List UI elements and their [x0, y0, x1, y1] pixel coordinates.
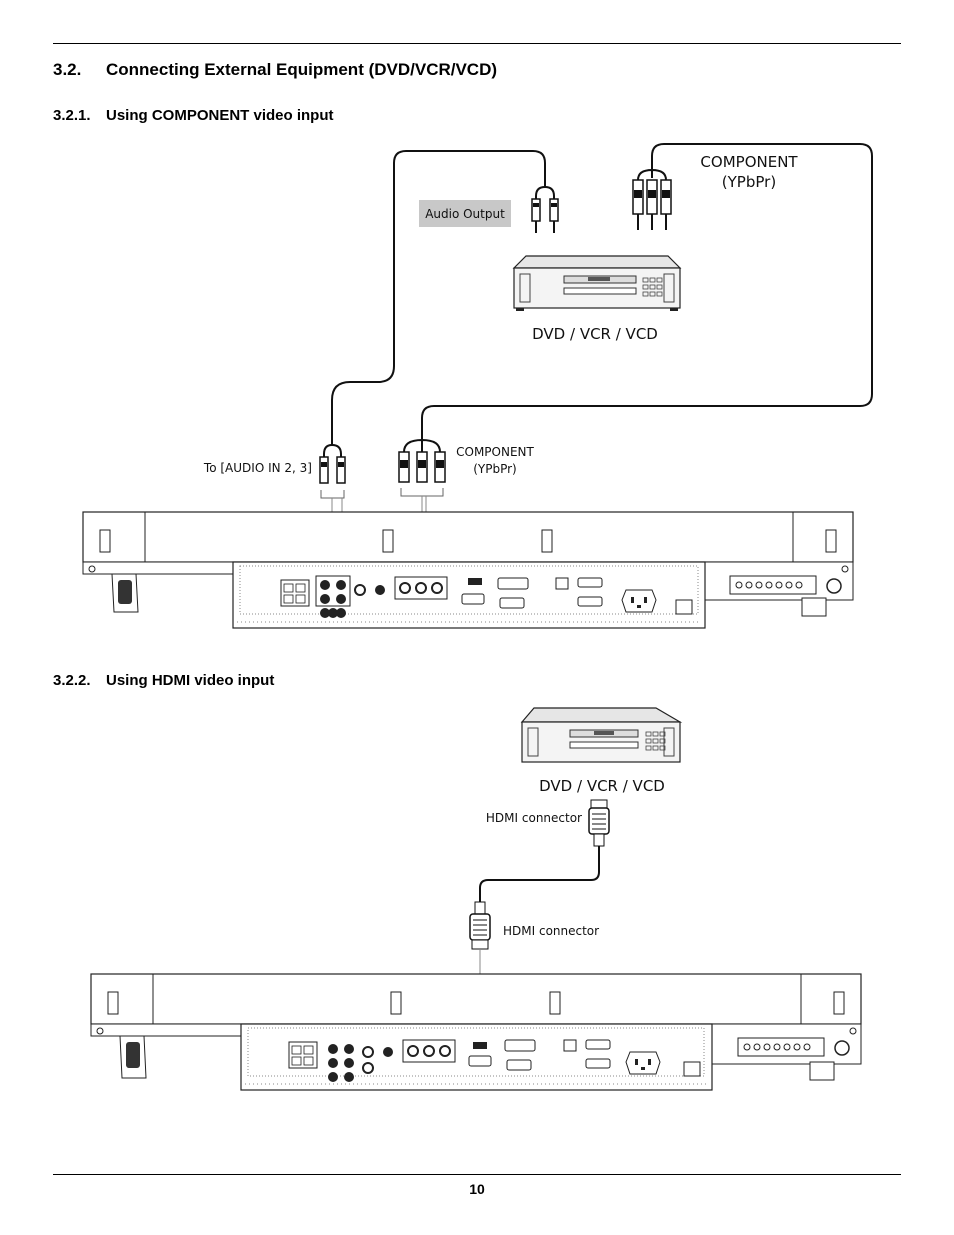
audio-output-label: Audio Output [425, 207, 505, 221]
component-rca-plugs-top [632, 169, 672, 230]
top-rule [53, 43, 901, 44]
dvd-player-hdmi [520, 707, 683, 763]
component-subsection-title: Using COMPONENT video input [106, 107, 334, 124]
dvd-label-hdmi: DVD / VCR / VCD [539, 777, 665, 795]
hdmi-connector-bottom-label: HDMI connector [503, 924, 599, 938]
component-rca-plugs-bottom [398, 439, 446, 497]
component-cable [421, 143, 873, 440]
component-top-label-line1: COMPONENT [700, 153, 798, 171]
section-heading: 3.2. Connecting External Equipment (DVD/V… [53, 60, 497, 80]
hdmi-connector-top [588, 799, 610, 847]
audio-output-rca-plugs [531, 186, 559, 233]
page-number: 10 [469, 1181, 485, 1197]
hdmi-subsection-heading: 3.2.2. Using HDMI video input [53, 672, 274, 689]
component-subsection-number: 3.2.1. [53, 107, 91, 124]
audio-cable [331, 150, 546, 445]
display-rear-panel-hdmi [90, 973, 862, 1091]
hdmi-subsection-number: 3.2.2. [53, 672, 91, 689]
section-number: 3.2. [53, 60, 82, 79]
hdmi-connection-diagram: DVD / VCR / VCD HDMI connector HDMI conn… [90, 707, 862, 1091]
component-bottom-label-line2: (YPbPr) [473, 462, 517, 476]
display-rear-panel [82, 511, 854, 629]
component-connection-diagram: Audio Output COMPONENT (YPbPr) DVD / VCR… [82, 143, 873, 629]
dvd-player [512, 255, 682, 311]
component-bottom-label-line1: COMPONENT [456, 445, 534, 459]
hdmi-connector-bottom [469, 901, 491, 950]
dvd-label: DVD / VCR / VCD [532, 325, 658, 343]
bottom-rule [53, 1174, 901, 1175]
component-subsection-heading: 3.2.1. Using COMPONENT video input [53, 107, 334, 124]
hdmi-subsection-title: Using HDMI video input [106, 672, 275, 689]
section-title: Connecting External Equipment (DVD/VCR/V… [106, 60, 498, 79]
audio-output-box [419, 200, 511, 227]
hdmi-cable [479, 846, 600, 902]
component-top-label-line2: (YPbPr) [722, 173, 776, 191]
hdmi-connector-top-label: HDMI connector [486, 811, 582, 825]
audio-in-label: To [AUDIO IN 2, 3] [203, 461, 312, 475]
